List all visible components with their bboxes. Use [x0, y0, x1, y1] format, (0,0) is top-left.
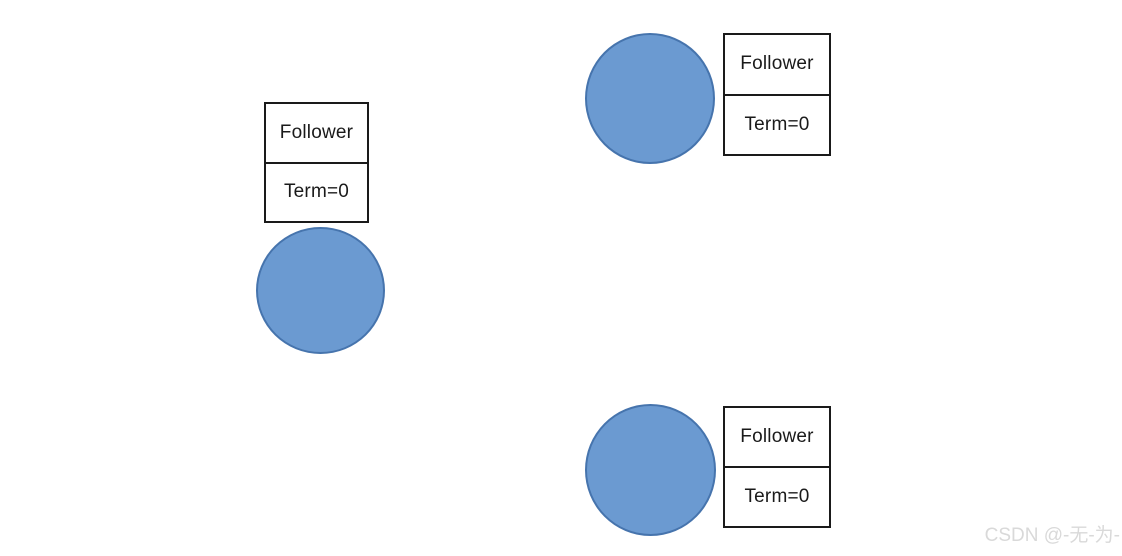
node-circle	[256, 227, 385, 354]
node-circle	[585, 33, 715, 164]
node-circle	[585, 404, 716, 536]
node-label-box: Follower Term=0	[264, 102, 369, 223]
watermark: CSDN @-无-为-	[984, 525, 1120, 546]
node-label-box: Follower Term=0	[723, 406, 831, 528]
node-label-box: Follower Term=0	[723, 33, 831, 156]
term-label: Term=0	[283, 181, 350, 203]
term-label: Term=0	[744, 486, 810, 507]
role-label: Follower	[725, 35, 829, 96]
role-label: Follower	[266, 104, 367, 164]
term-label: Term=0	[744, 113, 810, 135]
role-label: Follower	[725, 408, 829, 468]
